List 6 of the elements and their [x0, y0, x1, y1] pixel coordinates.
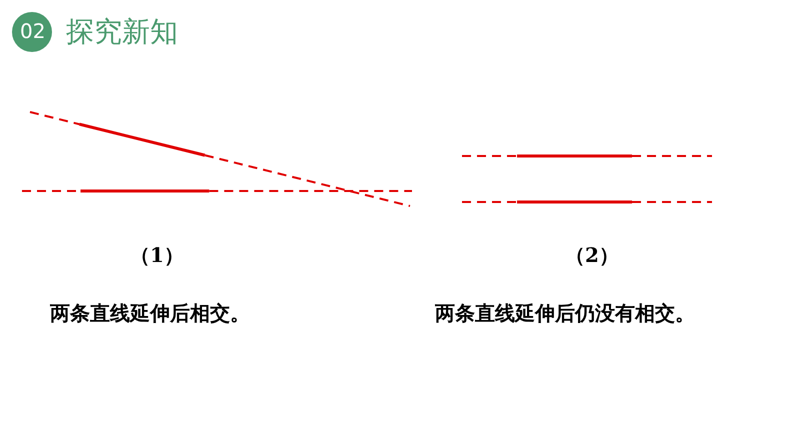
caption-text: 两条直线延伸后仍没有相交。 [435, 300, 695, 327]
caption-text: 两条直线延伸后相交。 [50, 300, 250, 327]
slide-title: 探究新知 [66, 14, 178, 50]
figure-number: （2） [565, 242, 619, 269]
badge-number: 02 [20, 19, 46, 43]
figure-number: （1） [130, 242, 184, 269]
